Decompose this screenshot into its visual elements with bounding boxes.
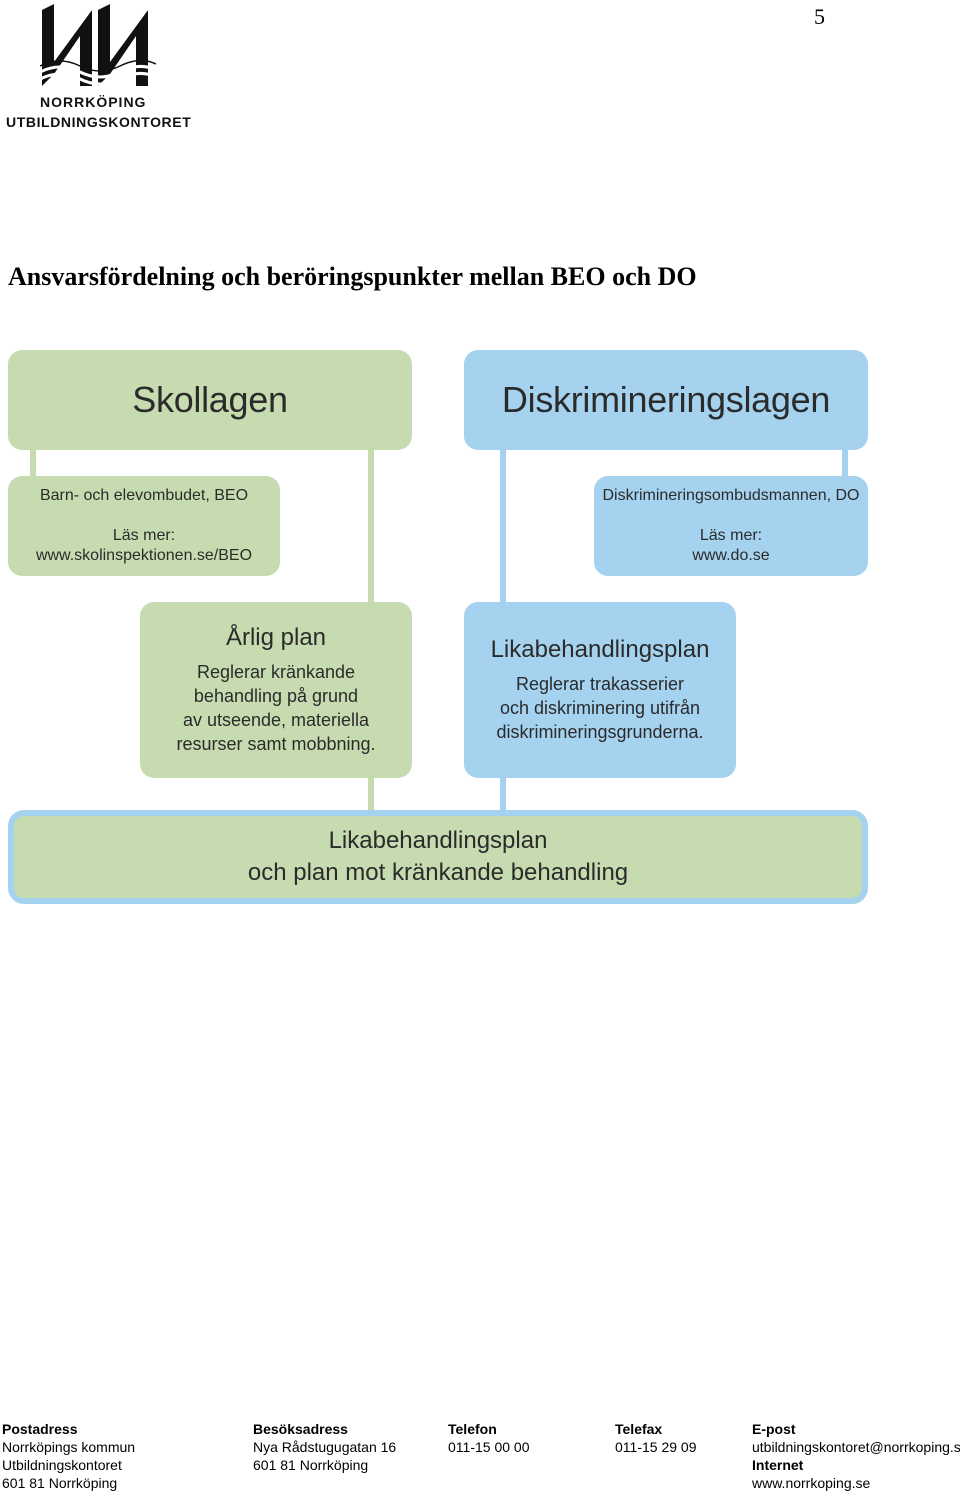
combined-plan-line: och plan mot kränkande behandling (247, 859, 629, 886)
arlig-plan-line: Reglerar kränkande (196, 662, 356, 682)
footer-value: 011-15 29 09 (615, 1439, 697, 1455)
norrkoping-logo: NORRKÖPING UTBILDNINGSKONTORET (6, 2, 192, 130)
footer-value: 601 81 Norrköping (253, 1457, 369, 1473)
do-url: www.do.se (692, 547, 770, 564)
footer-value: Nya Rådstugugatan 16 (253, 1439, 397, 1455)
footer-besoksadress: Besöksadress Nya Rådstugugatan 16 601 81… (253, 1420, 396, 1474)
arlig-plan-box: Årlig plan Reglerar kränkande behandling… (140, 602, 412, 778)
connector-disk-likabehandling (500, 448, 506, 604)
likabehandlingsplan-title: Likabehandlingsplan (490, 636, 710, 663)
connector-likabehandling-bottom (500, 776, 506, 816)
beo-name: Barn- och elevombudet, BEO (39, 487, 249, 504)
connector-skollagen-beo (30, 448, 36, 478)
footer-label: Postadress (2, 1421, 78, 1437)
footer-label: Telefax (615, 1421, 663, 1437)
arlig-plan-title: Årlig plan (225, 624, 327, 651)
footer-value: Utbildningskontoret (2, 1457, 122, 1473)
do-name: Diskrimineringsombudsmannen, DO (602, 487, 860, 504)
arlig-plan-line: resurser samt mobbning. (176, 734, 376, 754)
likabehandlingsplan-line: Reglerar trakasserier (515, 674, 685, 694)
footer-value: 011-15 00 00 (448, 1439, 530, 1455)
footer-label: Telefon (448, 1421, 497, 1437)
do-box: Diskrimineringsombudsmannen, DO Läs mer:… (594, 476, 868, 576)
connector-disk-do (842, 448, 848, 478)
likabehandlingsplan-line: och diskriminering utifrån (499, 698, 701, 718)
page-title: Ansvarsfördelning och beröringspunkter m… (8, 262, 697, 291)
combined-plan-box: Likabehandlingsplan och plan mot kränkan… (8, 810, 868, 904)
footer-label: Besöksadress (253, 1421, 348, 1437)
connector-skollagen-arlig (368, 448, 374, 604)
responsibility-diagram: Skollagen Diskrimineringslagen Barn- och… (0, 340, 880, 920)
do-las-mer: Läs mer: (699, 527, 763, 544)
footer-label: Internet (752, 1457, 804, 1473)
beo-url: www.skolinspektionen.se/BEO (35, 547, 253, 564)
connector-arlig-bottom (368, 776, 374, 816)
logo-text-norrkoping: NORRKÖPING (40, 94, 147, 110)
likabehandlingsplan-box: Likabehandlingsplan Reglerar trakasserie… (464, 602, 736, 778)
arlig-plan-line: av utseende, materiella (182, 710, 370, 730)
skollagen-box: Skollagen (8, 350, 412, 450)
footer-label: E-post (752, 1421, 796, 1437)
footer-value: Norrköpings kommun (2, 1439, 136, 1455)
footer-epost: E-post utbildningskontoret@norrkoping.se… (752, 1420, 960, 1492)
beo-las-mer: Läs mer: (112, 527, 176, 544)
website-link[interactable]: www.norrkoping.se (752, 1475, 871, 1491)
arlig-plan-line: behandling på grund (193, 686, 359, 706)
footer-value: 601 81 Norrköping (2, 1475, 118, 1491)
likabehandlingsplan-line: diskrimineringsgrunderna. (496, 722, 704, 742)
page-number: 5 (814, 4, 825, 29)
footer-postadress: Postadress Norrköpings kommun Utbildning… (2, 1420, 135, 1492)
footer-telefon: Telefon 011-15 00 00 (448, 1420, 529, 1456)
footer-telefax: Telefax 011-15 29 09 (615, 1420, 696, 1456)
norrkoping-n-logo-icon (40, 4, 156, 86)
logo-text-utbildningskontoret: UTBILDNINGSKONTORET (6, 114, 192, 130)
diskrimineringslagen-box: Diskrimineringslagen (464, 350, 868, 450)
combined-plan-line: Likabehandlingsplan (328, 827, 548, 854)
beo-box: Barn- och elevombudet, BEO Läs mer: www.… (8, 476, 280, 576)
email-link[interactable]: utbildningskontoret@norrkoping.se (752, 1439, 960, 1455)
